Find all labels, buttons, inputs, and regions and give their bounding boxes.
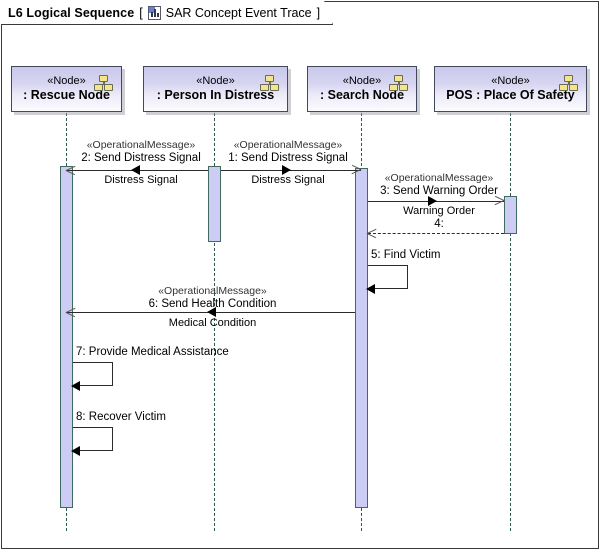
lifeline-name: : Search Node xyxy=(319,88,405,102)
lifeline-head-rescue-node[interactable]: «Node» : Rescue Node xyxy=(11,66,122,112)
message-7-self-path[interactable] xyxy=(73,362,113,386)
message-3-signal: Warning Order xyxy=(403,205,475,217)
message-2-stereotype: «OperationalMessage» xyxy=(86,139,196,151)
message-5-self-path[interactable] xyxy=(368,265,408,289)
frame-bracket-close: ] xyxy=(316,5,321,20)
lifeline-line-pos xyxy=(510,113,511,531)
frame-diagram-name: SAR Concept Event Trace xyxy=(165,5,312,20)
lifeline-head-person-in-distress[interactable]: «Node» : Person In Distress xyxy=(143,66,288,112)
message-1-line[interactable] xyxy=(221,170,361,171)
message-7-arrowhead xyxy=(71,381,80,391)
message-8-arrowhead xyxy=(71,446,80,456)
message-4-arrowhead-end xyxy=(366,228,377,239)
message-5-arrowhead xyxy=(366,284,375,294)
message-6-signal: Medical Condition xyxy=(168,317,257,329)
message-4-label: 4: xyxy=(434,218,444,230)
frame-bracket-open: [ xyxy=(139,5,143,20)
frame-header-tab[interactable]: L6 Logical Sequence [ SAR Concept Event … xyxy=(1,1,333,25)
message-3-label: 3: Send Warning Order xyxy=(380,185,498,197)
node-icon xyxy=(558,75,580,93)
message-2-arrowhead-mid xyxy=(131,165,140,175)
lifeline-name: : Person In Distress xyxy=(156,88,275,102)
lifeline-stereotype: «Node» xyxy=(47,75,86,87)
activation-bar-search[interactable] xyxy=(355,168,368,508)
message-3-stereotype: «OperationalMessage» xyxy=(384,172,494,184)
activation-bar-rescue[interactable] xyxy=(60,166,73,508)
message-5-label: 5: Find Victim xyxy=(371,249,441,261)
lifeline-stereotype: «Node» xyxy=(342,75,382,87)
message-8-self-path[interactable] xyxy=(73,427,113,451)
message-2-label: 2: Send Distress Signal xyxy=(81,152,201,164)
message-6-arrowhead-end xyxy=(65,307,76,318)
lifeline-line-person xyxy=(214,113,215,531)
message-1-arrowhead-mid xyxy=(282,165,291,175)
message-6-label: 6: Send Health Condition xyxy=(148,298,277,310)
message-6-stereotype: «OperationalMessage» xyxy=(158,285,267,297)
lifeline-stereotype: «Node» xyxy=(491,75,530,87)
node-icon xyxy=(259,75,281,93)
node-icon xyxy=(93,75,115,93)
frame-title: L6 Logical Sequence xyxy=(8,5,135,20)
message-1-stereotype: «OperationalMessage» xyxy=(233,139,343,151)
activation-bar-pos[interactable] xyxy=(504,196,517,234)
message-3-arrowhead-mid xyxy=(428,196,437,206)
message-1-signal: Distress Signal xyxy=(251,174,325,186)
lifeline-head-place-of-safety[interactable]: «Node» POS : Place Of Safety xyxy=(434,66,587,112)
message-2-signal: Distress Signal xyxy=(104,174,178,186)
message-7-label: 7: Provide Medical Assistance xyxy=(76,346,229,358)
message-8-label: 8: Recover Victim xyxy=(76,411,166,423)
lifeline-name: POS : Place Of Safety xyxy=(446,88,575,102)
lifeline-head-search-node[interactable]: «Node» : Search Node xyxy=(307,66,417,112)
message-1-label: 1: Send Distress Signal xyxy=(228,152,348,164)
node-icon xyxy=(388,75,410,93)
activation-bar-person[interactable] xyxy=(208,166,221,242)
lifeline-name: : Rescue Node xyxy=(23,88,110,102)
message-4-line[interactable] xyxy=(368,233,504,234)
message-6-arrowhead-mid xyxy=(207,307,216,317)
lifeline-stereotype: «Node» xyxy=(196,75,235,87)
event-trace-icon xyxy=(148,6,161,20)
